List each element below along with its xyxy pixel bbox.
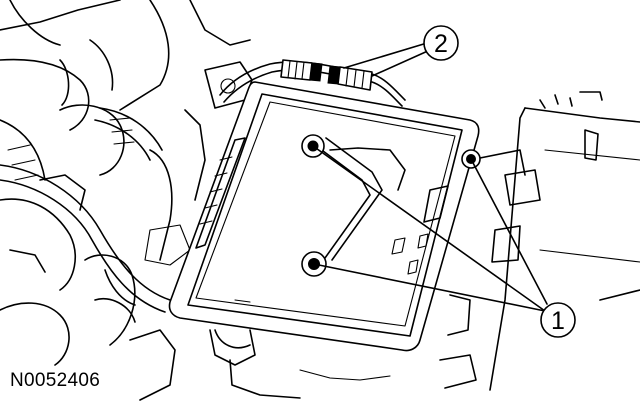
right-fender-bracket xyxy=(439,91,640,391)
figure-identifier: N0052406 xyxy=(10,370,101,391)
harness-connector-right xyxy=(327,65,373,91)
callout-1-label: 1 xyxy=(551,307,565,335)
hoses xyxy=(0,107,171,313)
wiring-harness xyxy=(219,59,406,107)
battery-tray xyxy=(168,81,480,352)
harness-connector-left xyxy=(280,59,323,82)
callout-2-label: 2 xyxy=(434,30,448,58)
leader-lines xyxy=(312,42,548,312)
callout-2: 2 xyxy=(423,25,459,61)
callout-1: 1 xyxy=(540,302,576,338)
